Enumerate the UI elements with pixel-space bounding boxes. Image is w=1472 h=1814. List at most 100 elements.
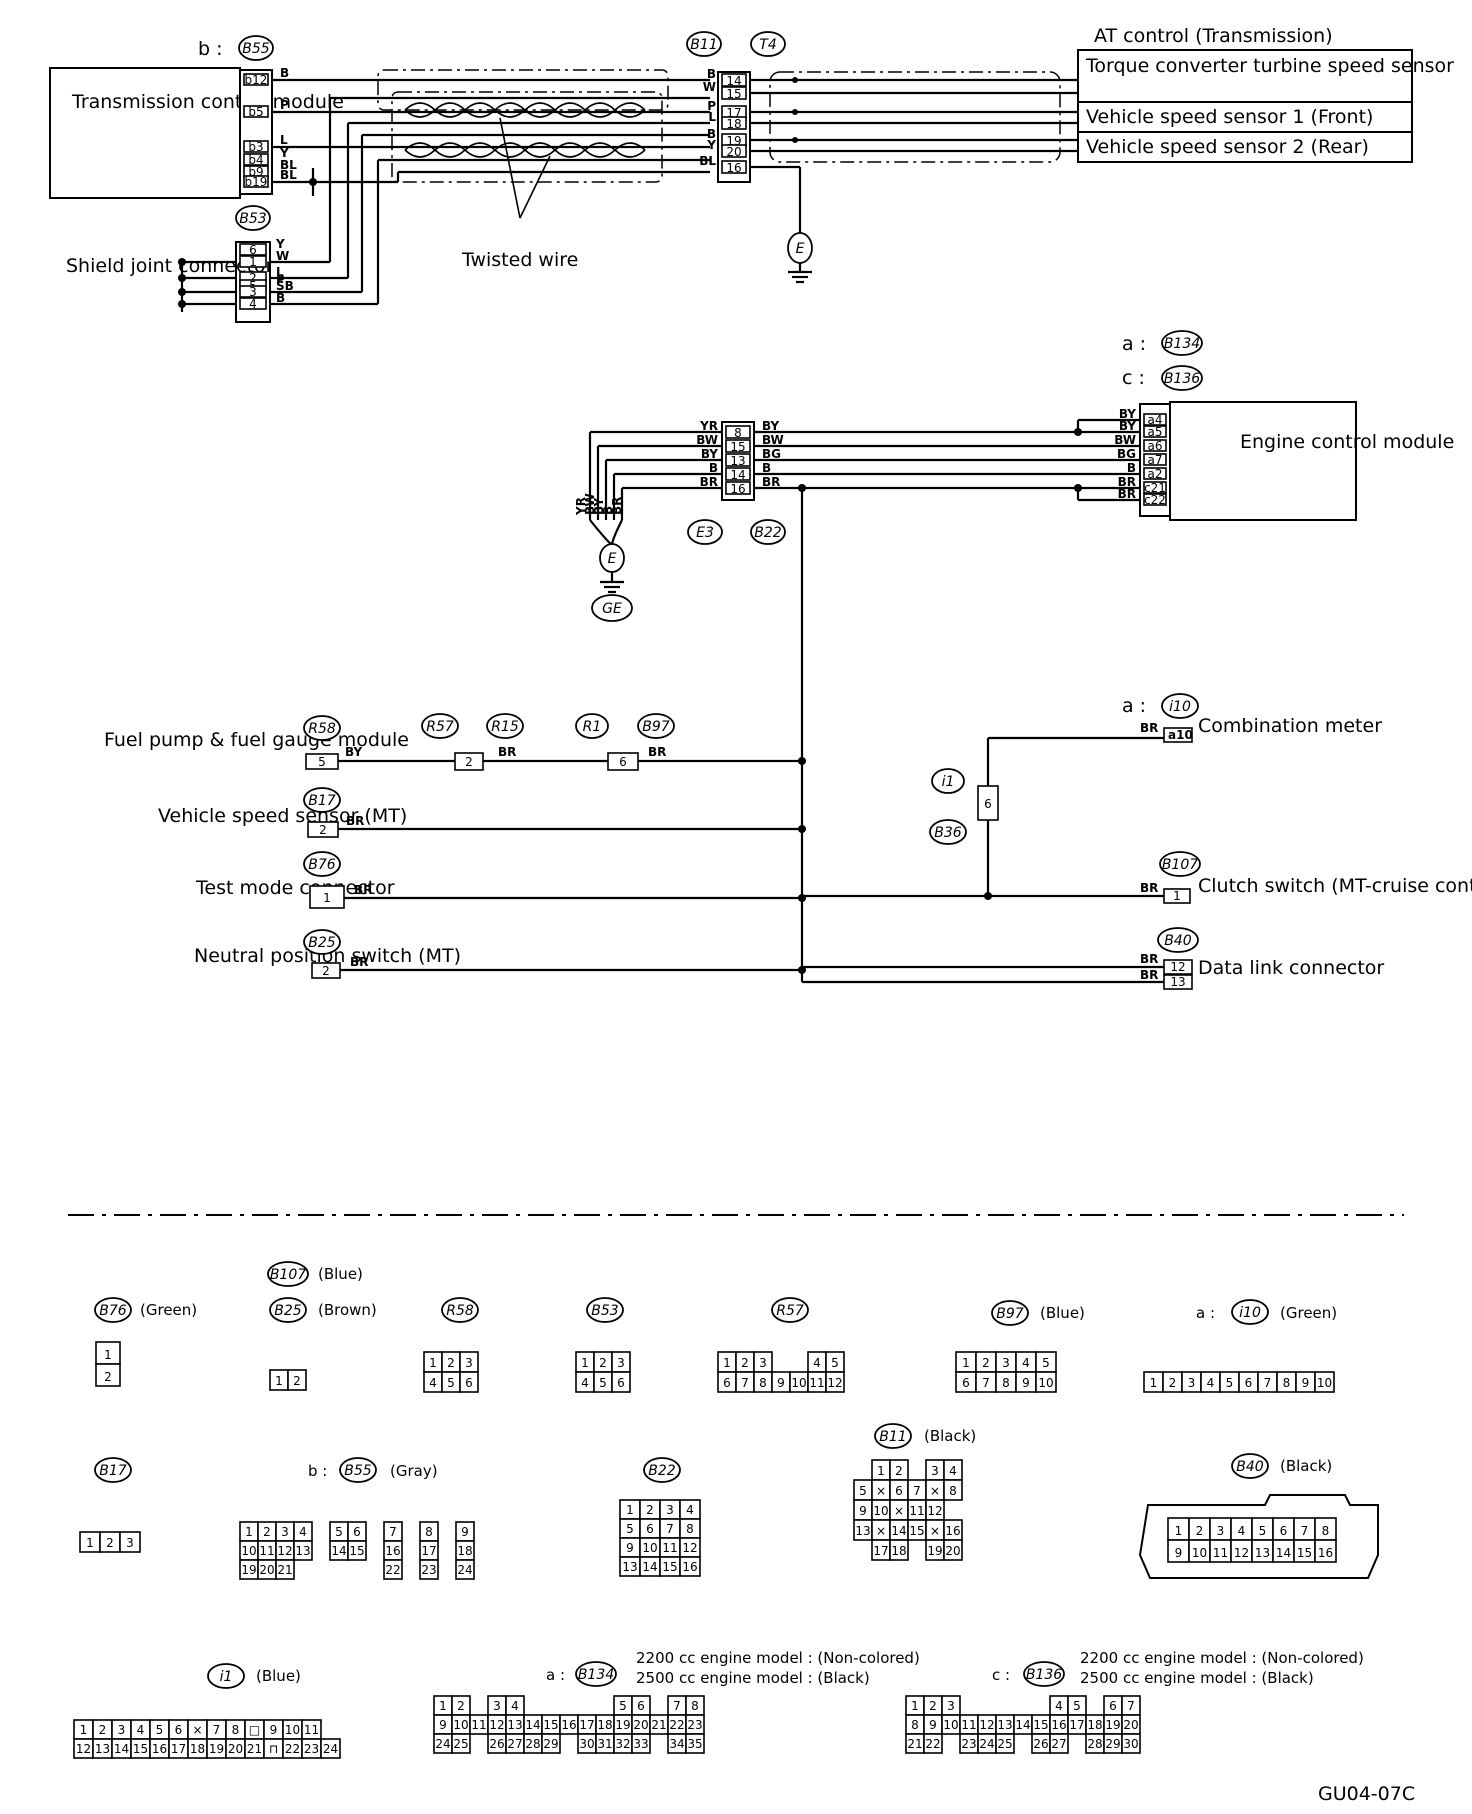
face-pin-label: 5 — [1226, 1376, 1234, 1390]
face-pin-label: 12 — [979, 1718, 994, 1732]
face-pin — [943, 1539, 963, 1561]
face-pin-label: 1 — [439, 1699, 447, 1713]
wire-color: YR — [699, 419, 718, 433]
face-pin-label: 5 — [831, 1356, 839, 1370]
face-pin-label: 16 — [561, 1718, 576, 1732]
face-pin-label: 6 — [465, 1376, 473, 1390]
b11-pin — [721, 160, 747, 174]
face-pin-label: 9 — [270, 1723, 278, 1737]
face-pin — [275, 1559, 295, 1580]
face-pin-label: 9 — [777, 1376, 785, 1390]
svg-text:BR: BR — [648, 745, 666, 759]
wire-color: BL — [280, 158, 297, 172]
connector-b55: B55 — [242, 41, 270, 57]
face-pin-label: 6 — [175, 1723, 183, 1737]
connector-b76: B76 — [308, 857, 336, 873]
face-pin-label: 20 — [633, 1718, 648, 1732]
face-pin-label: 4 — [511, 1699, 519, 1713]
face-pin-label: 1 — [1150, 1376, 1158, 1390]
face-pin-label: 14 — [1015, 1718, 1030, 1732]
face-pin-label: 4 — [1207, 1376, 1215, 1390]
face-pin-label: 7 — [1264, 1376, 1272, 1390]
wire-color: BR — [1118, 475, 1136, 489]
face-pin-label: 7 — [213, 1723, 221, 1737]
face-pin — [419, 1559, 439, 1580]
face-pin-label: 5 — [1042, 1356, 1050, 1370]
svg-text:a :: a : — [1122, 333, 1146, 355]
ecm-pin-label: c21 — [1144, 481, 1166, 495]
svg-text:B76: B76 — [99, 1303, 127, 1319]
connector-r1: R1 — [583, 719, 602, 735]
face-pin-label: 1 — [275, 1374, 283, 1388]
face-pin-label: 16 — [945, 1524, 960, 1538]
face-pin-label: 28 — [1087, 1737, 1102, 1751]
svg-text:R57: R57 — [776, 1303, 804, 1319]
ecm-pin — [1143, 493, 1167, 506]
face-pin-label: 4 — [137, 1723, 145, 1737]
b53-pin-label: 3 — [249, 285, 257, 299]
face-pin-label: 6 — [1245, 1376, 1253, 1390]
connector-b53: B53 — [239, 211, 266, 227]
face-pin — [383, 1559, 403, 1580]
connector-b11: B11 — [690, 37, 717, 53]
face-pin-label: 7 — [389, 1525, 397, 1539]
face-pin-label: 2 — [599, 1356, 607, 1370]
face-pin-label: 12 — [277, 1544, 292, 1558]
vss1-label: Vehicle speed sensor 1 (Front) — [1086, 106, 1373, 128]
at-control-label: AT control (Transmission) — [1094, 25, 1333, 47]
svg-text:(Blue): (Blue) — [1040, 1304, 1085, 1322]
ecm-label: Engine control module — [1240, 431, 1454, 453]
connector-r58: R58 — [308, 721, 336, 737]
face-pin-label: 17 — [579, 1718, 594, 1732]
b11-pin-label: 20 — [726, 145, 741, 159]
face-pin-label: 7 — [673, 1699, 681, 1713]
wire-color: BY — [701, 447, 718, 461]
ecm-pin — [1143, 467, 1167, 480]
face-pin-label: 15 — [1297, 1546, 1312, 1560]
face-pin-label: × — [894, 1504, 904, 1518]
face-pin — [451, 1733, 471, 1754]
face-pin-label: 18 — [190, 1742, 205, 1756]
face-pin-label: 1 — [86, 1536, 94, 1550]
svg-text:2200 cc engine model : (Non-co: 2200 cc engine model : (Non-colored) — [1080, 1649, 1364, 1667]
face-pin-label: 2 — [99, 1723, 107, 1737]
wire-color: L — [276, 265, 284, 279]
wire-color: BR — [762, 475, 780, 489]
face-pin-label: 23 — [421, 1563, 436, 1577]
face-pin-label: 4 — [581, 1376, 589, 1390]
wire-color: B — [276, 291, 285, 305]
face-pin-label: 21 — [907, 1737, 922, 1751]
svg-text:i10: i10 — [1239, 1305, 1261, 1321]
face-pin-label: 16 — [1318, 1546, 1333, 1560]
face-pin-label: 24 — [435, 1737, 450, 1751]
wire-color: B — [707, 127, 716, 141]
face-pin — [541, 1733, 561, 1754]
face-pin-label: 2 — [929, 1699, 937, 1713]
ecm-pin-label: a7 — [1148, 453, 1163, 467]
face-pin-label: 9 — [626, 1541, 634, 1555]
connector-b17: B17 — [308, 793, 336, 809]
face-pin-label: 14 — [642, 1560, 657, 1574]
face-pin-label: 16 — [385, 1544, 400, 1558]
face-pin-label: 10 — [791, 1376, 806, 1390]
wire-color: BG — [762, 447, 781, 461]
b11-pin-label: 14 — [726, 74, 741, 88]
face-pin-label: 6 — [617, 1376, 625, 1390]
face-pin-label: 31 — [597, 1737, 612, 1751]
e3-pin — [725, 439, 751, 453]
face-pin-label: 13 — [95, 1742, 110, 1756]
face-pin-label: 12 — [76, 1742, 91, 1756]
face-pin — [631, 1733, 651, 1754]
ecm-block: Engine control module — [1139, 401, 1454, 521]
svg-text:B40: B40 — [1236, 1459, 1264, 1475]
face-pin-label: 17 — [171, 1742, 186, 1756]
b53-pin — [239, 243, 267, 256]
face-pin-label: 11 — [662, 1541, 677, 1555]
face-pin-label: 20 — [228, 1742, 243, 1756]
face-pin-label: 4 — [949, 1464, 957, 1478]
svg-text:BR: BR — [354, 883, 372, 897]
face-pin-label: 6 — [646, 1522, 654, 1536]
face-pin-label: 7 — [913, 1484, 921, 1498]
